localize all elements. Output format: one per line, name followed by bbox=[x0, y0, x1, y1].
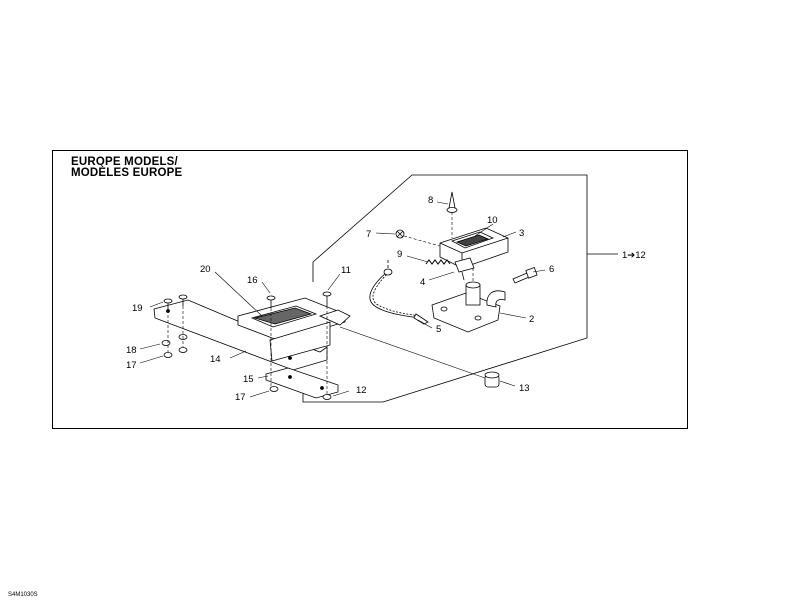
part-label-17-left: 17 bbox=[126, 360, 137, 371]
part-label-10: 10 bbox=[487, 215, 498, 226]
part-label-16: 16 bbox=[247, 275, 258, 286]
nut-part-17-left bbox=[163, 347, 188, 358]
diagram-frame bbox=[52, 150, 688, 429]
washer-part-7 bbox=[395, 229, 405, 239]
part-label-5: 5 bbox=[436, 324, 441, 335]
spring-part-9 bbox=[425, 259, 451, 265]
assembly-boundary bbox=[302, 174, 588, 403]
title-line-2: MODÈLES EUROPE bbox=[71, 167, 183, 179]
bracket-part-20 bbox=[237, 297, 351, 362]
part-label-18: 18 bbox=[126, 345, 137, 356]
part-label-19: 19 bbox=[132, 303, 143, 314]
title-line-1: EUROPE MODELS/ bbox=[71, 156, 178, 168]
clip-part-4 bbox=[454, 257, 475, 281]
screw-part-16 bbox=[266, 295, 276, 308]
part-label-11: 11 bbox=[341, 265, 351, 276]
part-label-13: 13 bbox=[519, 383, 530, 394]
diagram-title: EUROPE MODELS/ MODÈLES EUROPE bbox=[71, 156, 183, 179]
cable-part-5 bbox=[369, 260, 429, 325]
nut-part-12 bbox=[322, 394, 332, 400]
part-label-14: 14 bbox=[210, 354, 221, 365]
figure-code: S4M1030S bbox=[8, 592, 38, 598]
part-label-12: 12 bbox=[356, 385, 367, 396]
base-plate-part-2 bbox=[431, 281, 506, 333]
screw-part-19 bbox=[163, 294, 188, 310]
bar-part-15 bbox=[265, 367, 339, 399]
part-label-4: 4 bbox=[420, 277, 425, 288]
part-label-17-bottom: 17 bbox=[235, 392, 246, 403]
bracket-housing-part-3 bbox=[439, 227, 509, 269]
part-label-7: 7 bbox=[366, 229, 371, 240]
bolt-part-6 bbox=[512, 267, 538, 284]
part-label-6: 6 bbox=[549, 264, 554, 275]
part-label-3: 3 bbox=[519, 228, 524, 239]
part-label-20: 20 bbox=[200, 264, 211, 275]
pin-part-8 bbox=[446, 191, 458, 213]
part-label-9: 9 bbox=[397, 249, 402, 260]
range-label: 1➔12 bbox=[622, 250, 646, 261]
nut-part-17-bottom bbox=[269, 386, 279, 392]
part-label-8: 8 bbox=[428, 195, 433, 206]
part-label-2: 2 bbox=[529, 314, 534, 325]
part-label-15: 15 bbox=[243, 374, 254, 385]
screw-part-11 bbox=[322, 291, 332, 306]
cap-part-13 bbox=[484, 371, 500, 388]
